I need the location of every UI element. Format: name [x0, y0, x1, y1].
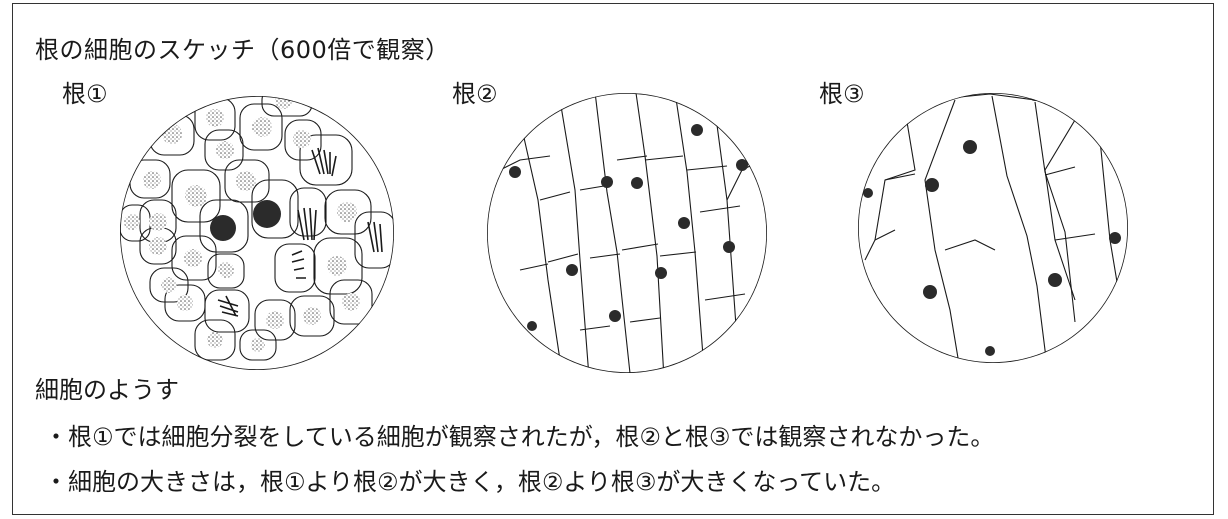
root-2-nuclei [509, 124, 748, 331]
root-1-nuclei [124, 96, 360, 352]
observation-text-1: 根①では細胞分裂をしている細胞が観察されたが，根②と根③では観察されなかった。 [68, 423, 995, 451]
root-1-cells [120, 96, 394, 361]
observation-item-2: ・細胞の大きさは，根①より根②が大きく，根②より根③が大きくなっていた。 [44, 462, 895, 497]
bullet-mark: ・ [44, 468, 68, 496]
bullet-mark: ・ [44, 423, 68, 451]
figure-frame [12, 3, 1214, 515]
root-3-nuclei [863, 93, 1121, 356]
root-3-label: 根③ [819, 80, 865, 108]
root-1-label: 根① [62, 80, 108, 108]
observation-item-1: ・根①では細胞分裂をしている細胞が観察されたが，根②と根③では観察されなかった。 [44, 417, 994, 452]
root-2-label: 根② [452, 80, 498, 108]
figure-title: 根の細胞のスケッチ（600倍で観察） [35, 36, 450, 64]
observation-heading: 細胞のようす [35, 376, 179, 404]
root-1-view [120, 96, 394, 370]
root-3-view [858, 93, 1128, 363]
root-2-cell-walls [499, 93, 763, 373]
observation-text-2: 細胞の大きさは，根①より根②が大きく，根②より根③が大きくなっていた。 [68, 468, 896, 496]
root-1-dividing-chromosomes [217, 147, 383, 317]
root-2-view [487, 93, 767, 373]
